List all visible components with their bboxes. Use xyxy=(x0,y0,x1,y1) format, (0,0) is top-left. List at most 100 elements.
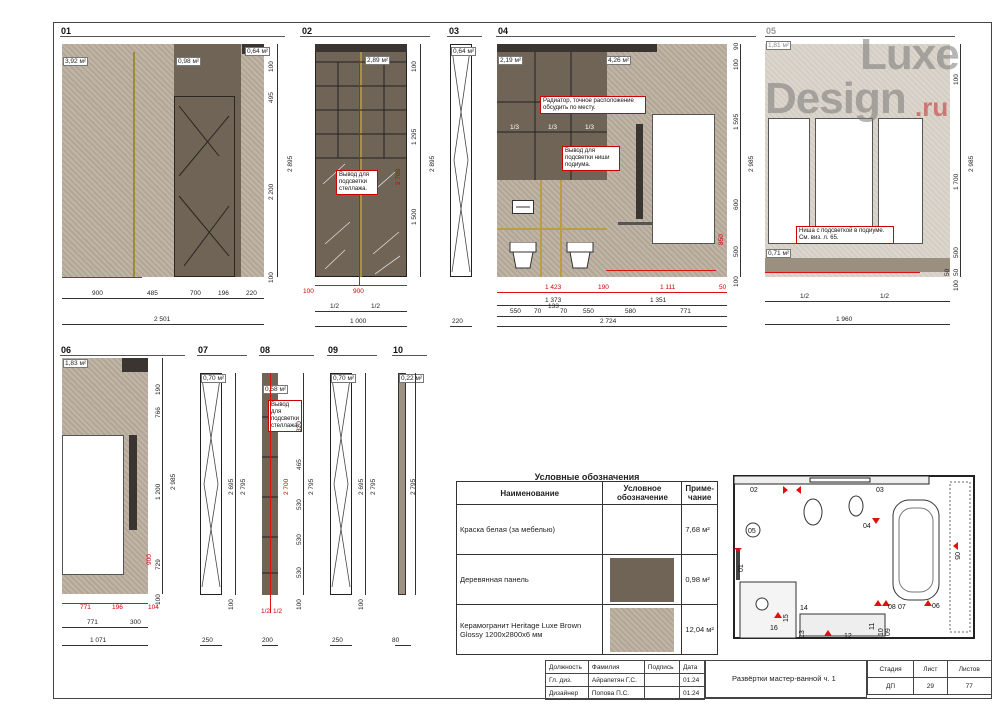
logo-word-design: Design xyxy=(765,74,907,123)
elevation-01-profile xyxy=(133,52,135,277)
stamp-cell: Айрапетян Г.С. xyxy=(587,673,645,687)
dim-01-d: 196 xyxy=(218,290,229,297)
legend-swatch-paint xyxy=(602,504,683,555)
dim-04-s2: 133 xyxy=(548,303,559,310)
vdim-01-e: 100 xyxy=(268,272,275,283)
vdim-09-a: 2 695 xyxy=(358,478,365,495)
dim-09-total: 250 xyxy=(332,637,343,644)
sheet-label: Лист xyxy=(913,660,948,678)
legend-row-note: 7,68 м² xyxy=(681,504,718,555)
header-line-09 xyxy=(327,355,377,356)
elevation-01-wood-panel xyxy=(174,44,241,277)
dim-08-total: 200 xyxy=(262,637,273,644)
stamp-title-box: Развёртки мастер-ванной ч. 1 xyxy=(705,660,867,698)
elevation-01-red-mark xyxy=(62,277,142,278)
stamp-header-date: Дата xyxy=(678,660,706,674)
vdim-04-h: 100 xyxy=(733,276,740,287)
elevation-05-podium xyxy=(765,258,950,272)
dim-06-total: 1 071 xyxy=(90,637,107,644)
vdim-line-01 xyxy=(277,44,278,277)
header-line-05 xyxy=(765,36,955,37)
dim-02-half-a: 1/2 xyxy=(330,303,340,310)
view-label-05: 05 xyxy=(766,26,777,36)
header-line-01 xyxy=(60,36,285,37)
vdim-09-b: 2 795 xyxy=(370,478,377,495)
plan-label: 16 xyxy=(770,625,778,632)
stamp-cell: Гл. диз. xyxy=(545,673,589,687)
dim-line-05-total xyxy=(765,324,950,325)
dim-06-red-b: 196 xyxy=(112,604,123,611)
plan-label: 12 xyxy=(844,633,852,640)
legend-row-name: Керамогранит Heritage Luxe Brown Glossy … xyxy=(455,604,604,655)
header-line-08 xyxy=(259,355,314,356)
third-04-a: 1/3 xyxy=(510,124,520,131)
dim-line-02-total xyxy=(315,326,407,327)
dim-line-07-total xyxy=(200,645,222,646)
vdim-06-c: 1 200 xyxy=(155,483,162,500)
toilet-icon xyxy=(509,242,537,269)
plan-label: 14 xyxy=(800,605,808,612)
third-04-c: 1/3 xyxy=(585,124,595,131)
vdim-06-g: 100 xyxy=(155,594,162,605)
sheet-value: 29 xyxy=(913,677,948,695)
dim-06-red-c: 104 xyxy=(148,604,159,611)
dim-03-total: 220 xyxy=(452,318,463,325)
vdim-08-g: 530 xyxy=(296,567,303,578)
dim-line-04-total xyxy=(497,326,727,327)
elevation-04-red-line xyxy=(606,270,716,271)
elevation-05-glass-c xyxy=(878,118,923,244)
legend-row: Керамогранит Heritage Luxe Brown Glossy … xyxy=(455,604,718,655)
area-badge-01: 3,92 м² xyxy=(63,57,89,66)
elevation-03 xyxy=(450,44,472,277)
third-04-b: 1/3 xyxy=(548,124,558,131)
view-label-08: 08 xyxy=(260,345,271,355)
elevation-02-grid xyxy=(315,44,407,277)
legend-row: Краска белая (за мебелью) 7,68 м² xyxy=(455,504,718,555)
dim-line-01-total xyxy=(62,324,264,325)
luxedesign-logo: Luxe Design .ru xyxy=(765,30,965,140)
note-08: Вывод для подсветки стеллажа. xyxy=(268,400,302,432)
header-line-02 xyxy=(300,36,430,37)
dim-06-red-a: 771 xyxy=(80,604,91,611)
dim-line-04-small xyxy=(497,316,727,317)
legend-title: Условные обозначения xyxy=(534,472,640,482)
area-badge-08: 0,58 м² xyxy=(263,385,289,394)
dim-04-mid-a: 1 373 xyxy=(545,297,562,304)
dim-06-a: 771 xyxy=(87,619,98,626)
vdim-08-b: 465 xyxy=(296,459,303,470)
area-badge-04b: 4,26 м² xyxy=(606,56,632,65)
view-label-06: 06 xyxy=(61,345,72,355)
vdim-08-h: 100 xyxy=(296,599,303,610)
header-line-03 xyxy=(447,36,482,37)
vdim-line-09 xyxy=(365,373,366,595)
stage-label: Стадия xyxy=(866,660,915,678)
dim-line-09-total xyxy=(330,645,352,646)
sheets-label: Листов xyxy=(946,660,993,678)
area-badge-05: 1,81 м² xyxy=(766,41,792,50)
dim-line-06 xyxy=(62,627,148,628)
vdim-02-c: 2 700 xyxy=(395,168,402,185)
plan-label: 04 xyxy=(863,523,871,530)
elevation-02-red-base xyxy=(315,285,407,286)
vdim-01-b: 495 xyxy=(268,92,275,103)
view-label-01: 01 xyxy=(61,26,72,36)
plan-label: 06 xyxy=(932,603,940,610)
dim-04-mid-b: 1 351 xyxy=(650,297,667,304)
stamp-cell xyxy=(643,686,680,700)
stamp-cell: 01.24 xyxy=(678,673,706,687)
dim-line-03 xyxy=(450,326,472,327)
vdim-04-b: 100 xyxy=(733,59,740,70)
stamp-header-row: Должность Фамилия Подпись Дата xyxy=(545,660,706,674)
elevation-01-door-lines xyxy=(174,96,235,277)
view-label-04: 04 xyxy=(498,26,509,36)
area-badge-10: 0,22 м² xyxy=(399,374,425,383)
area-badge-04: 2,19 м² xyxy=(498,56,524,65)
dim-line-04-mid xyxy=(497,305,727,306)
dim-04-total: 2 724 xyxy=(600,318,617,325)
dim-line-01 xyxy=(62,298,264,299)
elevation-02-ceiling xyxy=(315,44,407,52)
vdim-line-04 xyxy=(740,44,741,277)
vdim-06-d: 2 985 xyxy=(170,473,177,490)
vdim-line-10 xyxy=(415,373,416,595)
dim-line-04-red xyxy=(497,292,727,293)
